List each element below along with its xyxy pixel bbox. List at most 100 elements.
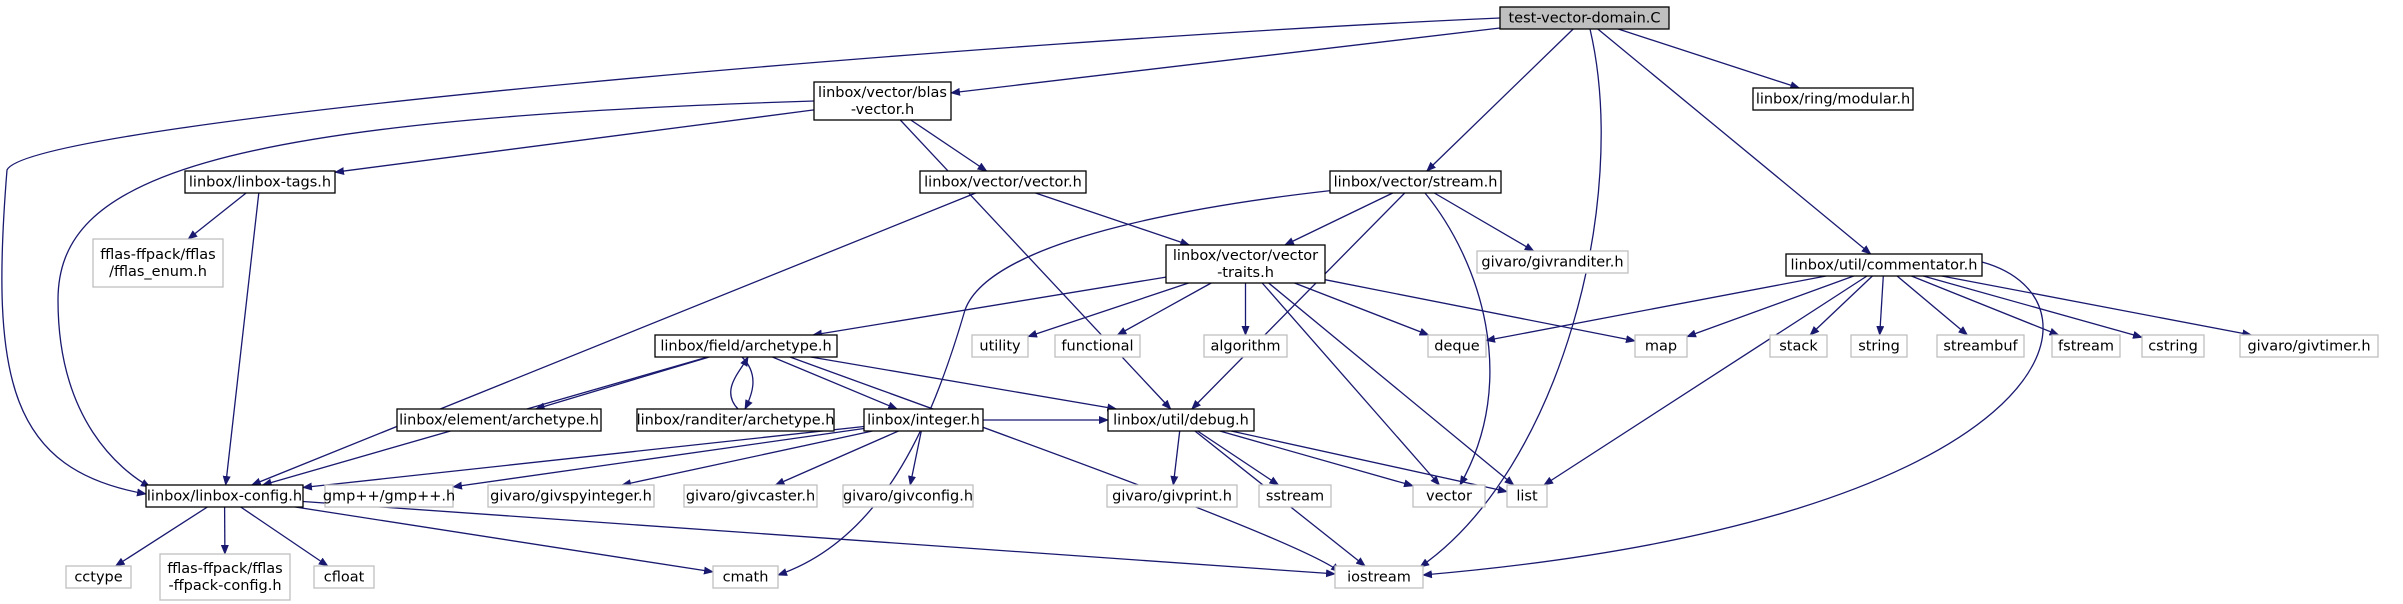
node-box: [1499, 6, 1670, 30]
node-label: linbox/util/debug.h: [1113, 413, 1249, 429]
edge-n7-to-n33: [1261, 282, 1441, 486]
node-label: list: [1516, 489, 1538, 505]
edge-n10-to-n22: [534, 356, 710, 411]
header-node[interactable]: linbox/element/archetype.h: [396, 408, 602, 432]
node-label: streambuf: [1943, 339, 2018, 355]
node-label: givaro/givconfig.h: [843, 489, 973, 505]
node-label: fflas-ffpack/fflas: [167, 561, 282, 577]
node-label: linbox/randiter/archetype.h: [637, 413, 835, 429]
external-header-node: fflas-ffpack/fflas/fflas_enum.h: [92, 238, 224, 288]
edges-layer: [1, 17, 2253, 579]
node-box: [919, 170, 1087, 194]
header-node[interactable]: linbox/vector/vector-traits.h: [1165, 244, 1326, 284]
node-label: map: [1645, 339, 1677, 355]
edge-n0-to-n9: [1597, 28, 1872, 255]
external-header-node: cfloat: [313, 565, 375, 589]
node-label: gmp++/gmp++.h: [323, 489, 455, 505]
node-box: [1634, 334, 1688, 358]
node-label: vector: [1426, 489, 1472, 505]
node-box: [396, 408, 602, 432]
node-label: fstream: [2058, 339, 2114, 355]
node-label: cfloat: [324, 570, 365, 586]
node-box: [92, 238, 224, 288]
node-label: linbox/vector/vector.h: [924, 175, 1082, 191]
edge-n7-to-n10: [812, 276, 1167, 338]
edge-n9-to-n20: [1923, 275, 2143, 339]
edge-n5-to-n7: [1283, 192, 1393, 246]
node-box: [813, 81, 952, 121]
node-box: [1329, 170, 1502, 194]
node-box: [1850, 334, 1908, 358]
header-node[interactable]: linbox/randiter/archetype.h: [636, 408, 835, 432]
edge-n24-to-n28: [621, 430, 873, 488]
node-box: [1258, 484, 1332, 508]
node-box: [324, 484, 454, 508]
node-label: linbox/element/archetype.h: [399, 413, 599, 429]
external-header-node: streambuf: [1936, 334, 2025, 358]
node-label: /fflas_enum.h: [109, 264, 207, 280]
edge-n3-to-n26: [222, 192, 260, 486]
external-header-node: fflas-ffpack/fflas-ffpack-config.h: [159, 553, 291, 601]
external-header-node: fstream: [2051, 334, 2121, 358]
node-box: [1412, 484, 1486, 508]
external-header-node: functional: [1054, 334, 1141, 358]
node-label: linbox/ring/modular.h: [1756, 92, 1910, 108]
node-label: cmath: [723, 570, 769, 586]
node-label: cstring: [2148, 339, 2198, 355]
node-box: [313, 565, 375, 589]
edge-n4-to-n7: [1035, 192, 1191, 246]
edge-n25-to-n34: [1230, 430, 1508, 494]
edge-n1-to-n3: [334, 109, 815, 176]
node-label: givaro/givtimer.h: [2247, 339, 2370, 355]
header-node[interactable]: linbox/linbox-tags.h: [184, 170, 336, 194]
edge-n7-to-n15: [1324, 279, 1636, 344]
node-label: linbox/integer.h: [867, 413, 980, 429]
edge-n5-to-n8: [1433, 192, 1535, 252]
node-box: [145, 484, 304, 508]
node-box: [487, 484, 655, 508]
edge-n9-to-n16: [1809, 275, 1873, 336]
header-node[interactable]: linbox/util/commentator.h: [1785, 253, 1983, 277]
edge-n9-to-n34: [1543, 275, 1868, 486]
node-label: functional: [1061, 339, 1133, 355]
header-node[interactable]: linbox/ring/modular.h: [1752, 87, 1914, 111]
edge-n7-to-n12: [1116, 282, 1212, 336]
node-box: [863, 408, 984, 432]
node-label: cctype: [74, 570, 122, 586]
header-node[interactable]: linbox/util/debug.h: [1107, 408, 1255, 432]
node-box: [971, 334, 1029, 358]
node-label: linbox/field/archetype.h: [660, 339, 831, 355]
edge-n1-to-n4: [910, 119, 988, 172]
header-node[interactable]: linbox/integer.h: [863, 408, 984, 432]
node-label: givaro/givranditer.h: [1481, 255, 1623, 271]
external-header-node: list: [1506, 484, 1548, 508]
node-box: [184, 170, 336, 194]
header-node[interactable]: linbox/vector/blas-vector.h: [813, 81, 952, 121]
external-header-node: givaro/givprint.h: [1106, 484, 1238, 508]
node-label: givaro/givspyinteger.h: [490, 489, 652, 505]
node-label: linbox/linbox-config.h: [147, 489, 302, 505]
header-node[interactable]: linbox/field/archetype.h: [654, 334, 838, 358]
node-label: -ffpack-config.h: [168, 578, 281, 594]
node-label: linbox/vector/vector: [1173, 248, 1318, 264]
external-header-node: deque: [1427, 334, 1487, 358]
external-header-node: cstring: [2141, 334, 2205, 358]
node-label: fflas-ffpack/fflas: [100, 247, 215, 263]
edge-n25-to-n33: [1219, 430, 1414, 488]
node-box: [1165, 244, 1326, 284]
external-header-node: givaro/givspyinteger.h: [487, 484, 655, 508]
edge-n25-to-n31: [1170, 430, 1181, 486]
node-box: [1785, 253, 1983, 277]
edge-n4-to-n26: [250, 192, 976, 486]
header-node[interactable]: linbox/vector/stream.h: [1329, 170, 1502, 194]
header-node[interactable]: linbox/vector/vector.h: [919, 170, 1087, 194]
external-header-node: iostream: [1334, 565, 1424, 589]
edge-n10-to-n24: [772, 356, 899, 410]
node-box: [2239, 334, 2379, 358]
external-header-node: algorithm: [1203, 334, 1288, 358]
edge-n9-to-n18: [1896, 275, 1969, 336]
external-header-node: cmath: [712, 565, 779, 589]
node-label: linbox/util/commentator.h: [1791, 258, 1978, 274]
node-label: deque: [1434, 339, 1480, 355]
header-node[interactable]: linbox/linbox-config.h: [145, 484, 304, 508]
